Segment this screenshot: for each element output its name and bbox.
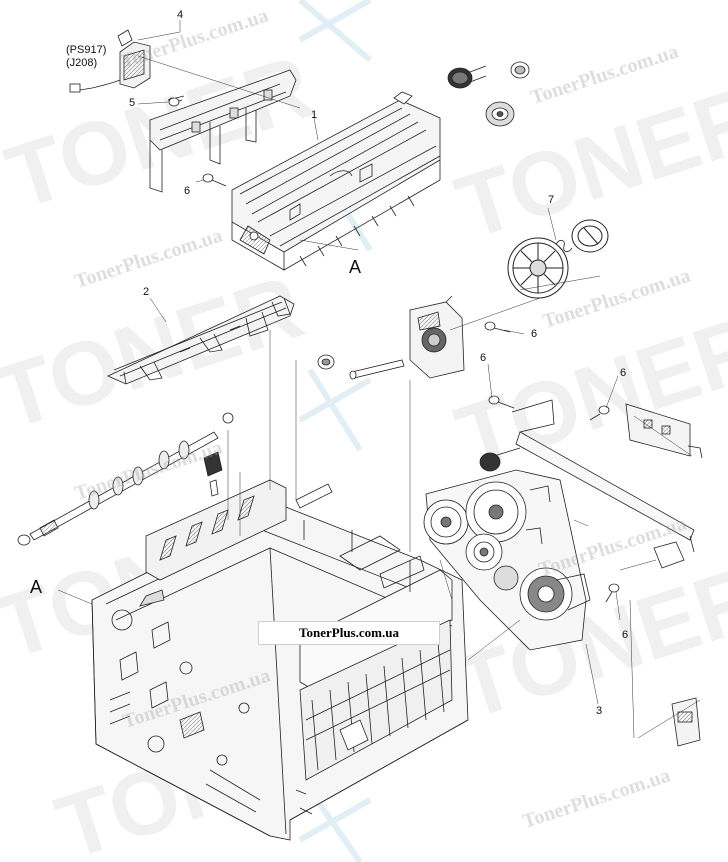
pickup-roller [203,451,223,497]
part-1-delivery-assembly [231,91,441,271]
lower-right-bracket [671,697,701,747]
screw-6-right-b [589,405,610,421]
part-7-spring [555,240,573,252]
screw-6-top [202,173,227,187]
screw-5 [168,97,180,107]
drive-side-plate [409,295,465,379]
pickup-roller-shaft [17,412,234,546]
right-bracket [625,403,703,459]
gear-top-ring [510,61,530,79]
connector-label: (PS917) (J208) [66,44,106,69]
gear-mid [485,101,515,127]
shaft-pin [349,359,405,380]
section-letter-a-top: A [349,257,362,277]
part-3-drive-assembly [423,469,591,651]
l-bracket [479,399,695,569]
gear-ring-right [571,219,609,253]
screw-6-right-a [488,395,515,409]
connector-label-line1: (PS917) [66,44,107,56]
screw-6-lower-right [605,583,620,603]
leader-lines [57,20,701,739]
callout-7: 7 [548,194,555,206]
main-chassis [91,479,469,841]
callout-6-top: 6 [184,185,191,197]
bushing [317,354,335,370]
part-4-sensor-bracket [69,29,151,93]
callout-6-right-b: 6 [620,367,627,379]
callout-4: 4 [177,9,184,21]
callout-3: 3 [596,705,603,717]
callout-1: 1 [311,109,318,121]
callout-5: 5 [129,97,136,109]
callout-2: 2 [143,286,150,298]
gear-large [507,237,569,299]
callout-6-lower: 6 [622,629,629,641]
screw-6-mid-right [484,321,511,333]
connector-label-line2: (J208) [66,56,98,69]
callout-6-mid: 6 [531,328,538,340]
section-letter-a-left: A [30,577,43,597]
part-5-rail [149,69,297,193]
site-badge: TonerPlus.com.ua [258,621,440,645]
callout-6-right-a: 6 [480,352,487,364]
gear-top-small [447,65,487,89]
part-2-guide [107,295,295,385]
